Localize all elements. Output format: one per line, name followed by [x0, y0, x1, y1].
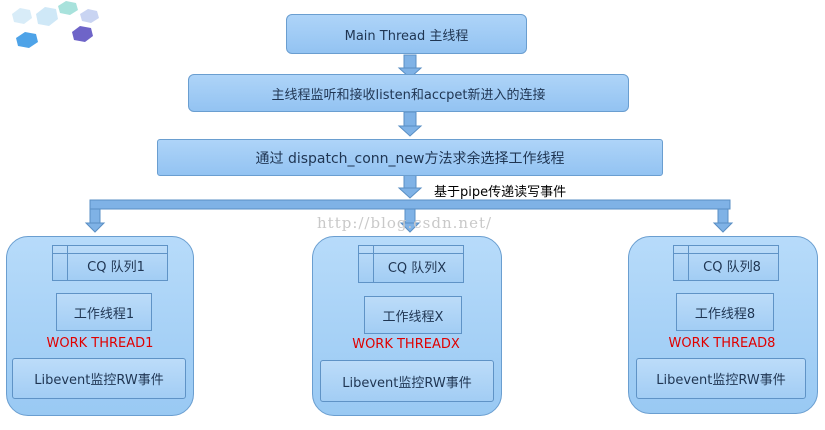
work-thread-name-x: WORK THREADX	[352, 337, 460, 352]
work-thread-name-8: WORK THREAD8	[668, 336, 776, 351]
worker-thread-x: 工作线程X	[364, 296, 462, 334]
cq-queue-label: CQ 队列8	[703, 259, 761, 275]
hexagon-decoration	[12, 1, 99, 48]
arrow-down-icon	[397, 173, 423, 199]
libevent-monitor-1: Libevent监控RW事件	[12, 358, 186, 399]
pipe-label: 基于pipe传递读写事件	[434, 185, 567, 200]
work-thread-name-1: WORK THREAD1	[46, 336, 154, 351]
libevent-monitor-x: Libevent监控RW事件	[320, 360, 494, 402]
cq-queue-label: CQ 队列1	[87, 259, 145, 275]
arrow-down-icon	[84, 208, 106, 233]
main-thread-node: Main Thread 主线程	[286, 14, 527, 54]
dispatch-node: 通过 dispatch_conn_new方法求余选择工作线程	[157, 139, 663, 176]
listen-accept-node: 主线程监听和接收listen和accpet新进入的连接	[188, 74, 629, 112]
cq-queue-x: CQ 队列X	[358, 245, 464, 283]
arrow-down-icon	[397, 54, 423, 79]
distribution-bar	[89, 199, 731, 210]
arrow-down-icon	[712, 208, 734, 233]
worker-thread-8: 工作线程8	[676, 293, 774, 331]
libevent-monitor-8: Libevent监控RW事件	[636, 358, 806, 399]
worker-thread-1: 工作线程1	[56, 293, 152, 331]
watermark: http://blog.csdn.net/	[317, 214, 493, 232]
arrow-down-icon	[397, 111, 423, 137]
cq-queue-label: CQ 队列X	[387, 260, 447, 276]
cq-queue-1: CQ 队列1	[52, 245, 168, 281]
arrow-down-icon	[399, 208, 421, 233]
cq-queue-8: CQ 队列8	[673, 245, 779, 281]
